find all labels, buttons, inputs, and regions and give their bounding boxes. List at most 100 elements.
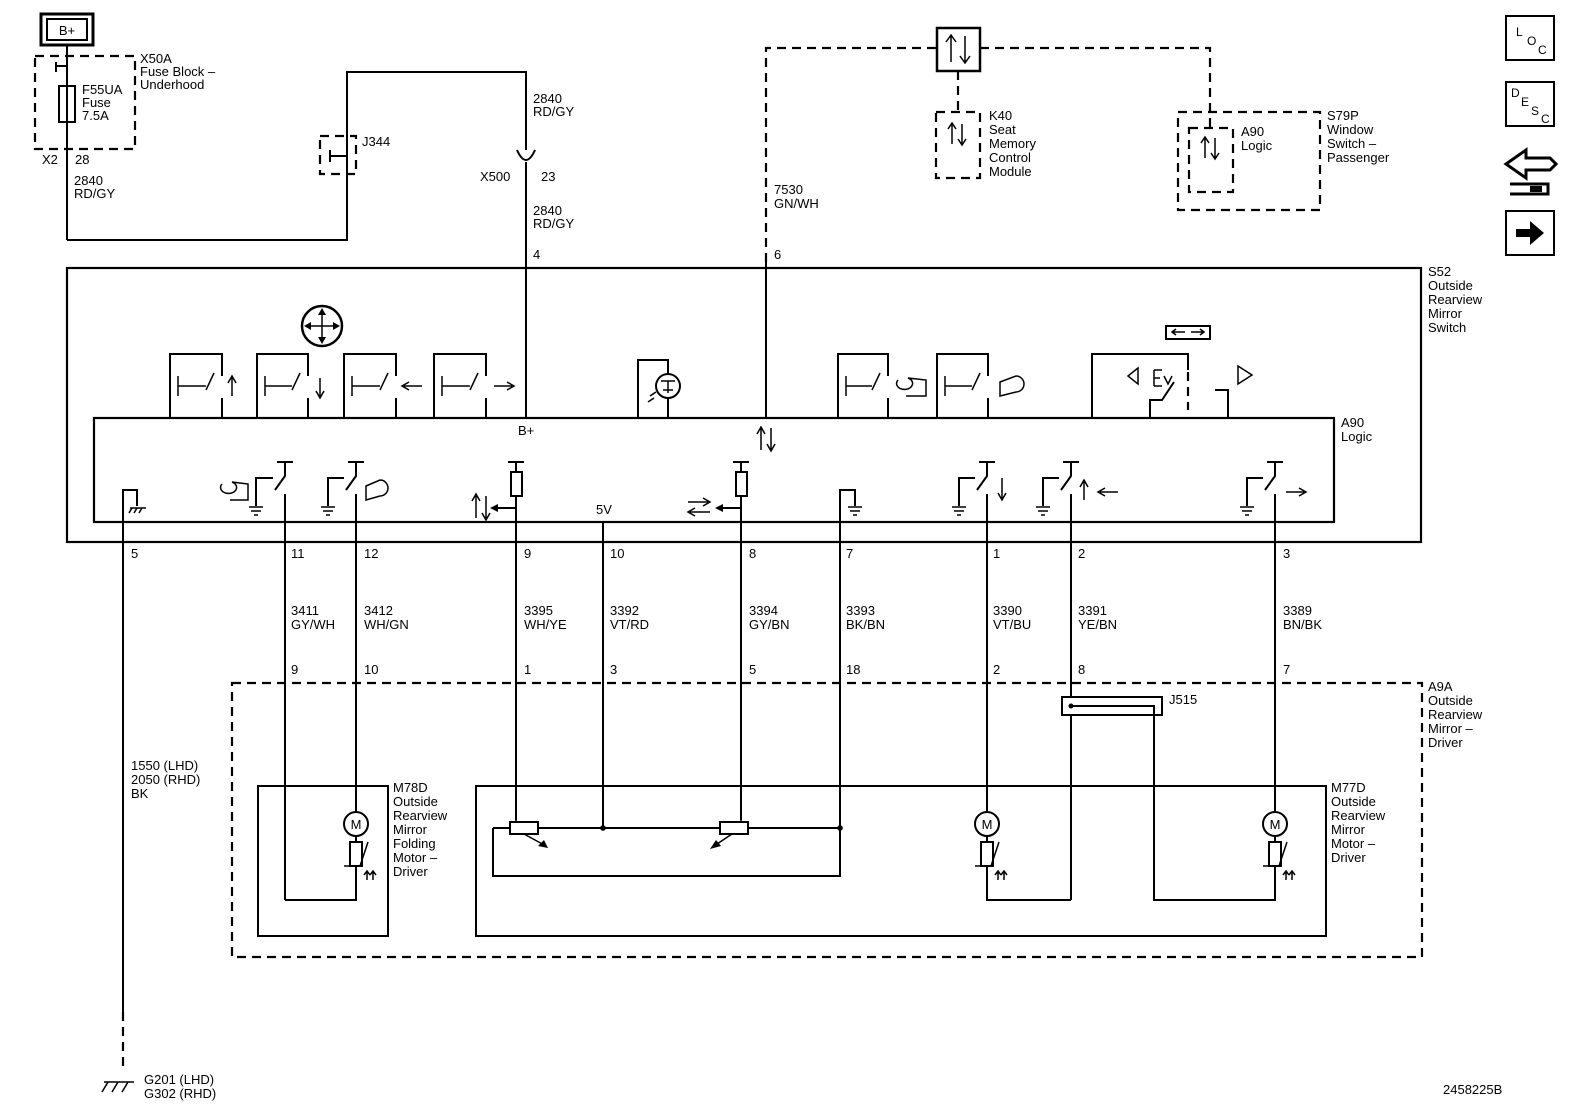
svg-text:C: C [1541, 112, 1550, 126]
svg-text:Folding: Folding [393, 836, 436, 851]
svg-text:Rearview: Rearview [1428, 707, 1483, 722]
svg-text:BK/BN: BK/BN [846, 617, 885, 632]
svg-text:28: 28 [75, 152, 89, 167]
svg-text:Mirror: Mirror [393, 822, 428, 837]
mirror-a9a-label: A9A [1428, 679, 1453, 694]
svg-text:Rearview: Rearview [1331, 808, 1386, 823]
svg-text:VT/BU: VT/BU [993, 617, 1031, 632]
svg-text:5: 5 [749, 662, 756, 677]
connector-x2-label: X2 [42, 152, 58, 167]
logic-ground [122, 489, 138, 542]
svg-text:Mirror –: Mirror – [1428, 721, 1474, 736]
svg-text:9: 9 [524, 546, 531, 561]
wire-3391-label: 3391 [1078, 603, 1107, 618]
next-arrow-button[interactable] [1505, 210, 1555, 256]
switch-up-contact [169, 353, 237, 418]
ground-wire-label: 1550 (LHD) [131, 758, 198, 773]
svg-text:8: 8 [749, 546, 756, 561]
svg-text:Driver: Driver [1428, 735, 1463, 750]
svg-text:4: 4 [533, 247, 540, 262]
svg-text:A90: A90 [1241, 124, 1264, 139]
wire-3411-label: 3411 [291, 603, 319, 618]
svg-text:Fuse: Fuse [82, 95, 111, 110]
svg-text:GY/BN: GY/BN [749, 617, 789, 632]
svg-text:Memory: Memory [989, 136, 1036, 151]
wire-3412-label: 3412 [364, 603, 393, 618]
svg-text:O: O [1527, 34, 1536, 48]
motor-m78d-outline [257, 785, 389, 937]
svg-text:RD/GY: RD/GY [533, 216, 575, 231]
svg-text:WH/GN: WH/GN [364, 617, 409, 632]
svg-text:VT/RD: VT/RD [610, 617, 649, 632]
svg-text:2050 (RHD): 2050 (RHD) [131, 772, 200, 787]
wire-3390-label: 3390 [993, 603, 1022, 618]
svg-text:Logic: Logic [1341, 429, 1373, 444]
module-k40-outline [934, 110, 982, 180]
logic-a90-label: A90 [1341, 415, 1364, 430]
svg-text:Outside: Outside [1428, 278, 1473, 293]
wire-3392-label: 3392 [610, 603, 639, 618]
svg-text:Window: Window [1327, 122, 1374, 137]
svg-text:6: 6 [774, 247, 781, 262]
svg-text:GN/WH: GN/WH [774, 196, 819, 211]
svg-text:Module: Module [989, 164, 1032, 179]
ground-label: G201 (LHD) [144, 1072, 214, 1087]
svg-text:2840: 2840 [533, 91, 562, 106]
svg-text:Outside: Outside [393, 794, 438, 809]
serial-data-icon [935, 26, 982, 73]
svg-text:YE/BN: YE/BN [1078, 617, 1117, 632]
switch-right-contact [433, 353, 516, 418]
switch-s79p-label: S79P [1327, 108, 1359, 123]
description-nav-button[interactable]: D E S C [1505, 81, 1555, 127]
serial-data-arrows [756, 425, 776, 453]
vertical-position-input [471, 461, 524, 542]
switch-s79p-logic [1187, 126, 1235, 194]
svg-text:23: 23 [541, 169, 555, 184]
svg-text:8: 8 [1078, 662, 1085, 677]
connector-x500 [516, 149, 536, 161]
motor-control-down-driver [952, 461, 1007, 542]
svg-text:10: 10 [610, 546, 624, 561]
svg-text:7.5A: 7.5A [82, 108, 109, 123]
svg-text:Passenger: Passenger [1327, 150, 1390, 165]
mirror-a9a-outline [230, 681, 1424, 959]
svg-text:11: 11 [291, 546, 305, 561]
splice-j344 [318, 134, 358, 176]
svg-text:7: 7 [1283, 662, 1290, 677]
svg-text:2840: 2840 [533, 203, 562, 218]
svg-text:12: 12 [364, 546, 378, 561]
svg-text:Underhood: Underhood [140, 77, 204, 92]
motor-m78d-label: M78D [393, 780, 428, 795]
svg-text:Control: Control [989, 150, 1031, 165]
unfold-output-driver [321, 461, 389, 542]
svg-text:E: E [1521, 95, 1529, 109]
connector-harness-icon[interactable] [1503, 147, 1559, 196]
battery-terminal: B+ [39, 12, 95, 47]
svg-text:RD/GY: RD/GY [74, 186, 116, 201]
svg-text:Mirror: Mirror [1331, 822, 1366, 837]
svg-text:BK: BK [131, 786, 149, 801]
wire-3395-label: 3395 [524, 603, 553, 618]
svg-text:B+: B+ [59, 23, 75, 38]
svg-text:BN/BK: BN/BK [1283, 617, 1322, 632]
svg-text:7: 7 [846, 546, 853, 561]
svg-text:RD/GY: RD/GY [533, 104, 575, 119]
switch-left-contact [343, 353, 422, 418]
svg-text:Mirror: Mirror [1428, 306, 1463, 321]
location-nav-button[interactable]: L O C [1505, 15, 1555, 61]
joystick-icon [300, 304, 344, 348]
illumination-led [637, 359, 681, 418]
switch-fold-contact [837, 353, 927, 418]
motor-control-right-driver [1240, 461, 1308, 542]
switch-s52-label: S52 [1428, 264, 1451, 279]
wire-3389-label: 3389 [1283, 603, 1312, 618]
wire-2840-label: 2840 [74, 173, 103, 188]
svg-text:C: C [1538, 43, 1547, 57]
wire-3393-label: 3393 [846, 603, 875, 618]
svg-text:WH/YE: WH/YE [524, 617, 567, 632]
motor-m78d-symbol: M [285, 811, 377, 901]
svg-text:1: 1 [993, 546, 1000, 561]
svg-text:Motor –: Motor – [393, 850, 438, 865]
svg-text:18: 18 [846, 662, 860, 677]
connector-x500-label: X500 [480, 169, 510, 184]
